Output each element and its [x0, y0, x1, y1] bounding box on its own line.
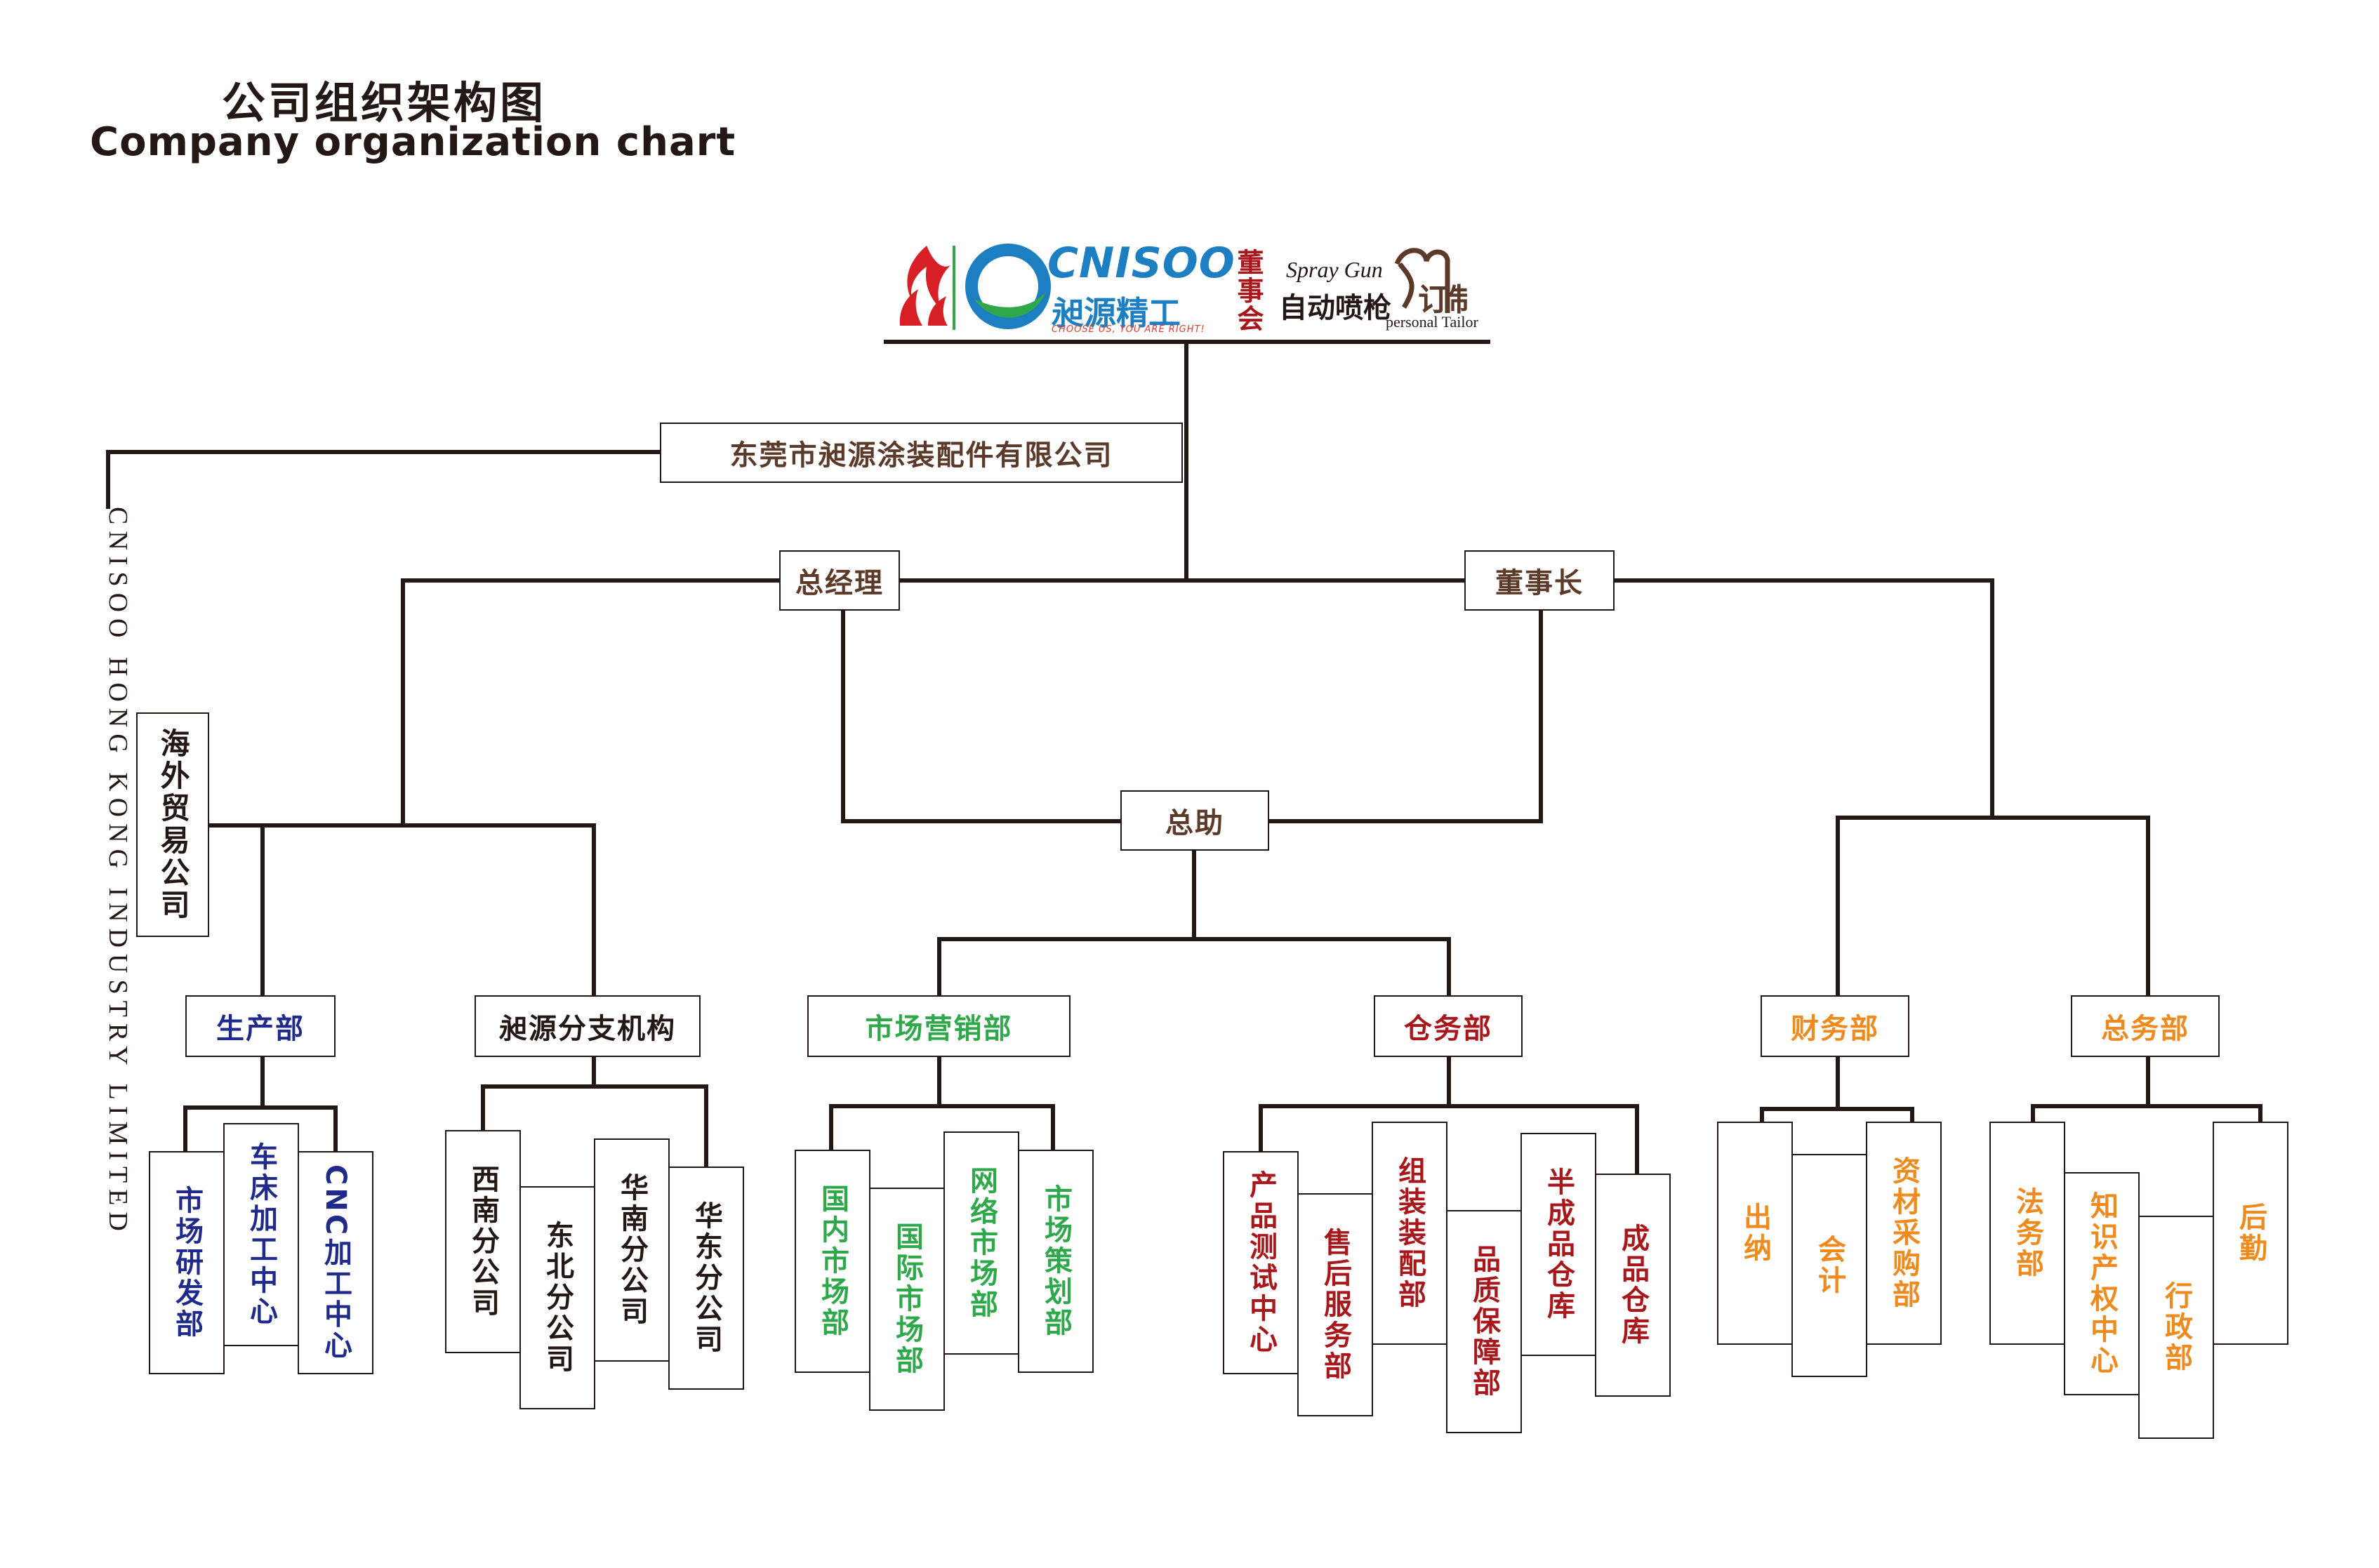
warehouse-dept-box: 仓务部 [1374, 995, 1523, 1057]
sub-dept-box: 会计 [1791, 1154, 1867, 1377]
tailor-logo-icon: 订制 [1394, 248, 1467, 318]
finance-dept-box: 财务部 [1761, 995, 1909, 1057]
brand-slogan: CHOOSE US, YOU ARE RIGHT! [1052, 324, 1205, 335]
auto-spray-label: 自动喷枪 [1279, 292, 1391, 324]
sub-dept-box: 产品测试中心 [1223, 1151, 1299, 1374]
company-english-name: CNISOO HONG KONG INDUSTRY LIMITED [103, 507, 133, 1237]
sub-dept-box: 出纳 [1717, 1122, 1793, 1345]
logo-header: CNISOO 昶源精工 CHOOSE US, YOU ARE RIGHT! 董事… [886, 232, 1490, 337]
overseas-trade-box: 海外贸易公司 [136, 712, 209, 937]
sub-dept-box: 行政部 [2138, 1216, 2214, 1439]
sub-dept-box: 品质保障部 [1446, 1210, 1522, 1433]
logo-divider [953, 246, 955, 330]
sub-dept-box: 售后服务部 [1297, 1193, 1373, 1416]
sub-dept-box: 网络市场部 [943, 1131, 1019, 1355]
sub-dept-box: 东北分公司 [519, 1186, 595, 1409]
sub-dept-box: 法务部 [1989, 1122, 2065, 1345]
sub-dept-box: 市场策划部 [1018, 1150, 1094, 1373]
branches-box: 昶源分支机构 [475, 995, 701, 1057]
sub-dept-box: 组装装配部 [1372, 1122, 1447, 1345]
sub-dept-box: 车床加工中心 [223, 1123, 299, 1346]
page-title-cn: 公司组织架构图 [222, 77, 547, 128]
sub-dept-box: 半成品仓库 [1520, 1133, 1596, 1356]
assistant-box: 总助 [1120, 790, 1269, 851]
marketing-dept-box: 市场营销部 [807, 995, 1071, 1057]
tailor-label: personal Tailor [1386, 313, 1478, 331]
spray-gun-label: Spray Gun [1286, 257, 1383, 282]
board-label: 董事会 [1233, 248, 1264, 333]
sub-dept-box: CNC加工中心 [298, 1151, 373, 1374]
sub-dept-box: 资材采购部 [1866, 1122, 1942, 1345]
general-affairs-dept-box: 总务部 [2071, 995, 2220, 1057]
sub-dept-box: 成品仓库 [1595, 1174, 1671, 1397]
sub-dept-box: 华东分公司 [668, 1167, 744, 1390]
sub-dept-box: 国内市场部 [795, 1150, 870, 1373]
flame-logo-icon [899, 246, 950, 326]
sub-dept-box: 知识产权中心 [2064, 1172, 2140, 1395]
sub-dept-box: 国际市场部 [869, 1188, 945, 1411]
page-title-en: Company organization chart [90, 119, 736, 165]
brand-name-cn: 昶源精工 [1052, 294, 1181, 332]
company-box: 东莞市昶源涂装配件有限公司 [660, 423, 1183, 483]
sub-dept-box: 市场研发部 [149, 1151, 225, 1374]
production-dept-box: 生产部 [185, 995, 336, 1057]
sub-dept-box: 华南分公司 [594, 1138, 670, 1362]
brand-name: CNISOO [1047, 239, 1235, 288]
swirl-logo-icon [965, 244, 1051, 329]
chairman-box: 董事长 [1464, 550, 1615, 611]
general-manager-box: 总经理 [779, 550, 900, 611]
sub-dept-box: 后勤 [2213, 1122, 2288, 1345]
sub-dept-box: 西南分公司 [445, 1130, 521, 1353]
tailor-text-cn: 订制 [1418, 282, 1467, 318]
